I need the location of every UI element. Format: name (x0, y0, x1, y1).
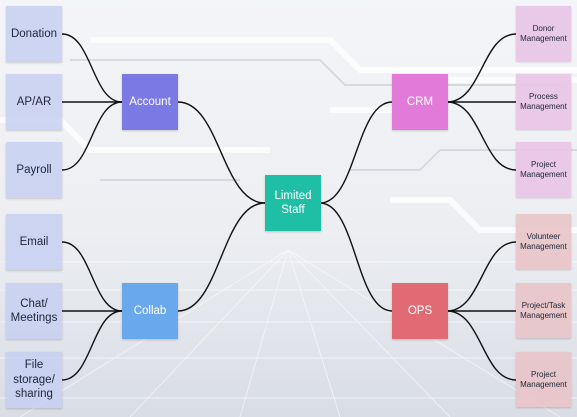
node-chat-meetings-label: Chat/ Meetings (10, 297, 58, 324)
node-project-task-management: Project/Task Management (516, 283, 571, 338)
connector-donation-account (61, 33, 123, 103)
node-ap-ar-label: AP/AR (16, 95, 52, 108)
connector-email-collab (61, 241, 123, 312)
hub-collab: Collab (122, 283, 178, 339)
node-crm-project-management-label: Project Management (520, 159, 567, 179)
node-process-management-label: Process Management (520, 91, 567, 111)
connector-collab-center (177, 202, 266, 312)
center-limited-staff: Limited Staff (265, 175, 321, 231)
connector-center-crm (319, 101, 393, 204)
node-chat-meetings: Chat/ Meetings (6, 283, 62, 339)
node-ap-ar: AP/AR (6, 74, 62, 130)
node-donation: Donation (6, 6, 62, 62)
node-payroll: Payroll (6, 142, 62, 198)
node-volunteer-management-label: Volunteer Management (520, 231, 567, 251)
hub-ops: OPS (392, 283, 448, 339)
hub-crm: CRM (392, 74, 448, 130)
connector-crm-donor (446, 33, 517, 103)
node-process-management: Process Management (516, 74, 571, 129)
node-ops-project-management-label: Project Management (520, 369, 567, 389)
hub-crm-label: CRM (406, 95, 434, 108)
node-volunteer-management: Volunteer Management (516, 214, 571, 269)
node-file-storage: File storage/ sharing (6, 352, 62, 408)
hub-ops-label: OPS (407, 304, 433, 317)
connector-ops-volunteer (446, 241, 517, 312)
connector-ops-project (446, 310, 517, 381)
node-email: Email (6, 214, 62, 270)
connector-payroll-account (61, 101, 123, 171)
hub-account-label: Account (129, 95, 171, 108)
node-file-storage-label: File storage/ sharing (13, 359, 55, 401)
node-email-label: Email (19, 235, 49, 248)
hub-account: Account (122, 74, 178, 130)
node-ops-project-management: Project Management (516, 352, 571, 407)
node-crm-project-management: Project Management (516, 142, 571, 197)
node-donor-management-label: Donor Management (520, 23, 567, 43)
node-donation-label: Donation (10, 27, 58, 40)
node-project-task-management-label: Project/Task Management (520, 300, 567, 320)
center-label: Limited Staff (274, 189, 312, 216)
node-donor-management: Donor Management (516, 6, 571, 61)
connector-file-collab (61, 310, 123, 381)
hub-collab-label: Collab (133, 304, 167, 317)
node-payroll-label: Payroll (16, 163, 52, 176)
connector-crm-project (446, 101, 517, 171)
connector-account-center (177, 101, 266, 204)
connector-center-ops (319, 202, 393, 312)
